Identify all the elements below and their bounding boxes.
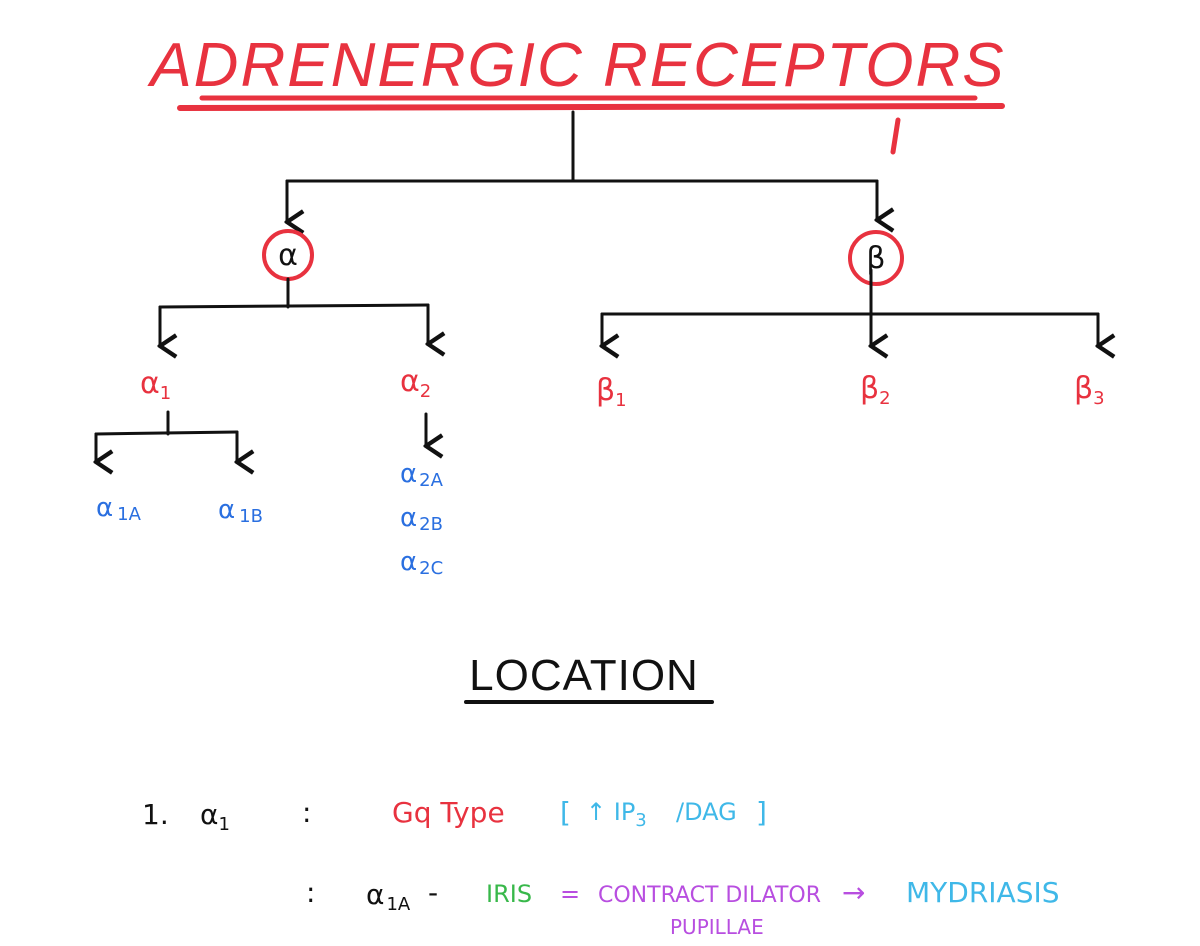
beta-label: β — [866, 241, 885, 276]
alpha2-node: α2 — [400, 364, 431, 402]
page-title: ADRENERGIC RECEPTORS — [146, 31, 1005, 100]
alpha-node: α — [262, 229, 314, 281]
row2-arrow: → — [842, 876, 865, 909]
alpha1-node: α1 — [140, 366, 171, 404]
level-two-labels: α1 α2 β1 β2 β3 — [140, 364, 1105, 411]
title-underline-bottom — [177, 103, 1005, 111]
alpha-branch-connectors — [160, 277, 428, 346]
row2-iris: IRIS — [486, 880, 532, 908]
main-connectors — [287, 110, 877, 222]
title-stroke-mark — [890, 117, 901, 155]
beta-branch-connectors — [602, 268, 1098, 346]
beta-node: β — [848, 230, 904, 286]
row2-contract-dilator: CONTRACT DILATOR — [598, 883, 821, 908]
alpha-label: α — [278, 238, 298, 273]
row1-number: 1. — [142, 798, 169, 831]
row2-colon: : — [306, 876, 315, 909]
row2-mydriasis: MYDRIASIS — [906, 876, 1060, 909]
row1-bracket-close: ] — [756, 796, 767, 829]
row1-ip3: ↑ IP3 — [586, 798, 647, 831]
beta3-node: β3 — [1074, 371, 1105, 409]
location-heading: LOCATION — [469, 651, 699, 700]
row1-dag: /DAG — [676, 798, 737, 826]
beta2-node: β2 — [860, 371, 891, 409]
row2-dash: - — [428, 876, 438, 909]
row1-colon: : — [302, 796, 311, 829]
row1-receptor: α1 — [200, 798, 230, 835]
location-row-1: 1. α1 : Gq Type [ ↑ IP3 /DAG ] — [142, 796, 767, 835]
row2-equals: = — [560, 880, 580, 908]
row2-pupillae: PUPILLAE — [670, 915, 764, 939]
row1-bracket-open: [ — [560, 796, 571, 829]
row1-type: Gq Type — [392, 796, 505, 829]
alpha1-sub-connectors — [96, 410, 237, 462]
beta1-node: β1 — [596, 373, 627, 411]
